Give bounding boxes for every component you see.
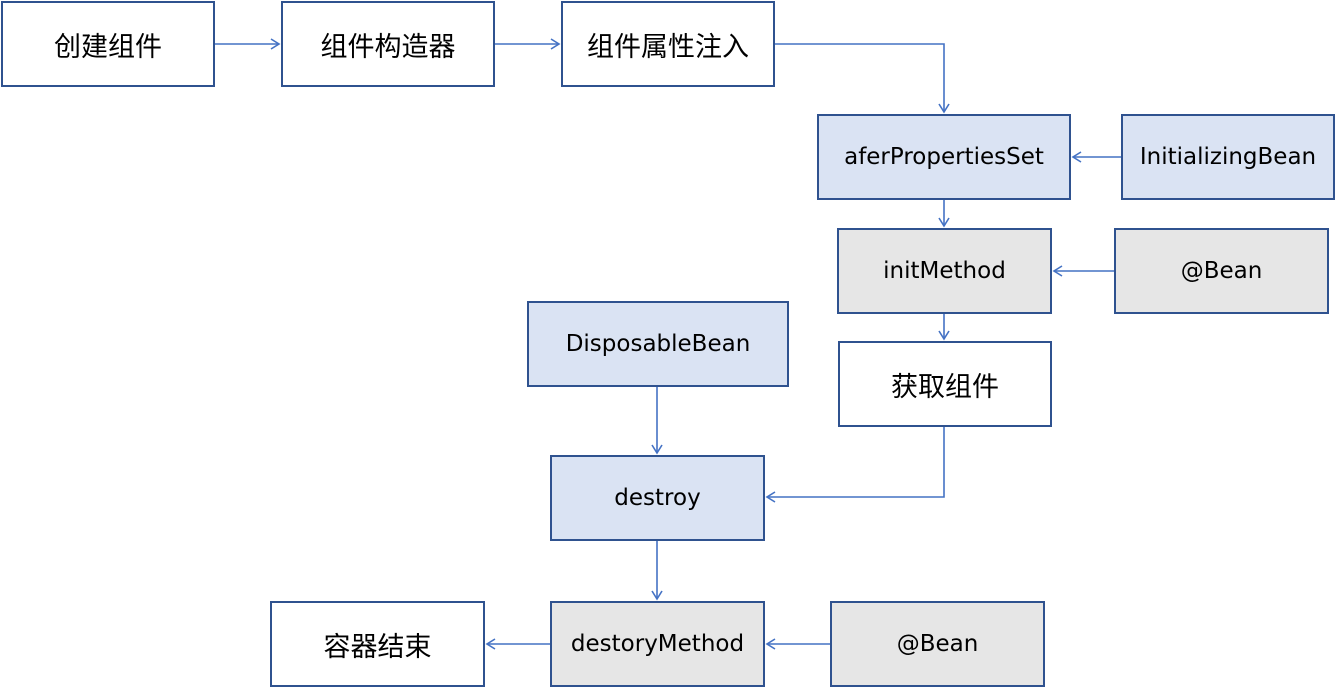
destroy-node: destroy [550, 455, 765, 541]
get-component-node: 获取组件 [838, 341, 1052, 427]
bean-annotation-destroy-node: @Bean [830, 601, 1045, 687]
edge-create-to-constructor [215, 38, 281, 50]
destory-method-node: destoryMethod [550, 601, 765, 687]
edge-destory-method-to-container-end [485, 638, 550, 650]
after-properties-set-node: aferPropertiesSet [817, 114, 1071, 200]
component-constructor-node: 组件构造器 [281, 1, 495, 87]
edge-init-method-to-get-component [938, 314, 950, 341]
property-injection-node: 组件属性注入 [561, 1, 775, 87]
edge-destroy-to-destory-method [651, 541, 663, 601]
edge-bean-to-destory-method [765, 638, 830, 650]
container-end-node: 容器结束 [270, 601, 485, 687]
edge-initializing-bean-to-after-properties-set [1071, 151, 1121, 163]
bean-annotation-init-node: @Bean [1114, 228, 1329, 314]
edge-constructor-to-injection [495, 38, 561, 50]
edge-after-properties-set-to-init-method [938, 200, 950, 228]
disposable-bean-node: DisposableBean [527, 301, 789, 387]
initializing-bean-node: InitializingBean [1121, 114, 1335, 200]
edge-bean-to-init-method [1052, 265, 1114, 277]
create-component-node: 创建组件 [1, 1, 215, 87]
edge-get-component-to-destroy [765, 427, 945, 503]
edge-injection-to-after-properties-set [775, 43, 950, 114]
edge-disposable-bean-to-destroy [651, 387, 663, 455]
init-method-node: initMethod [837, 228, 1052, 314]
